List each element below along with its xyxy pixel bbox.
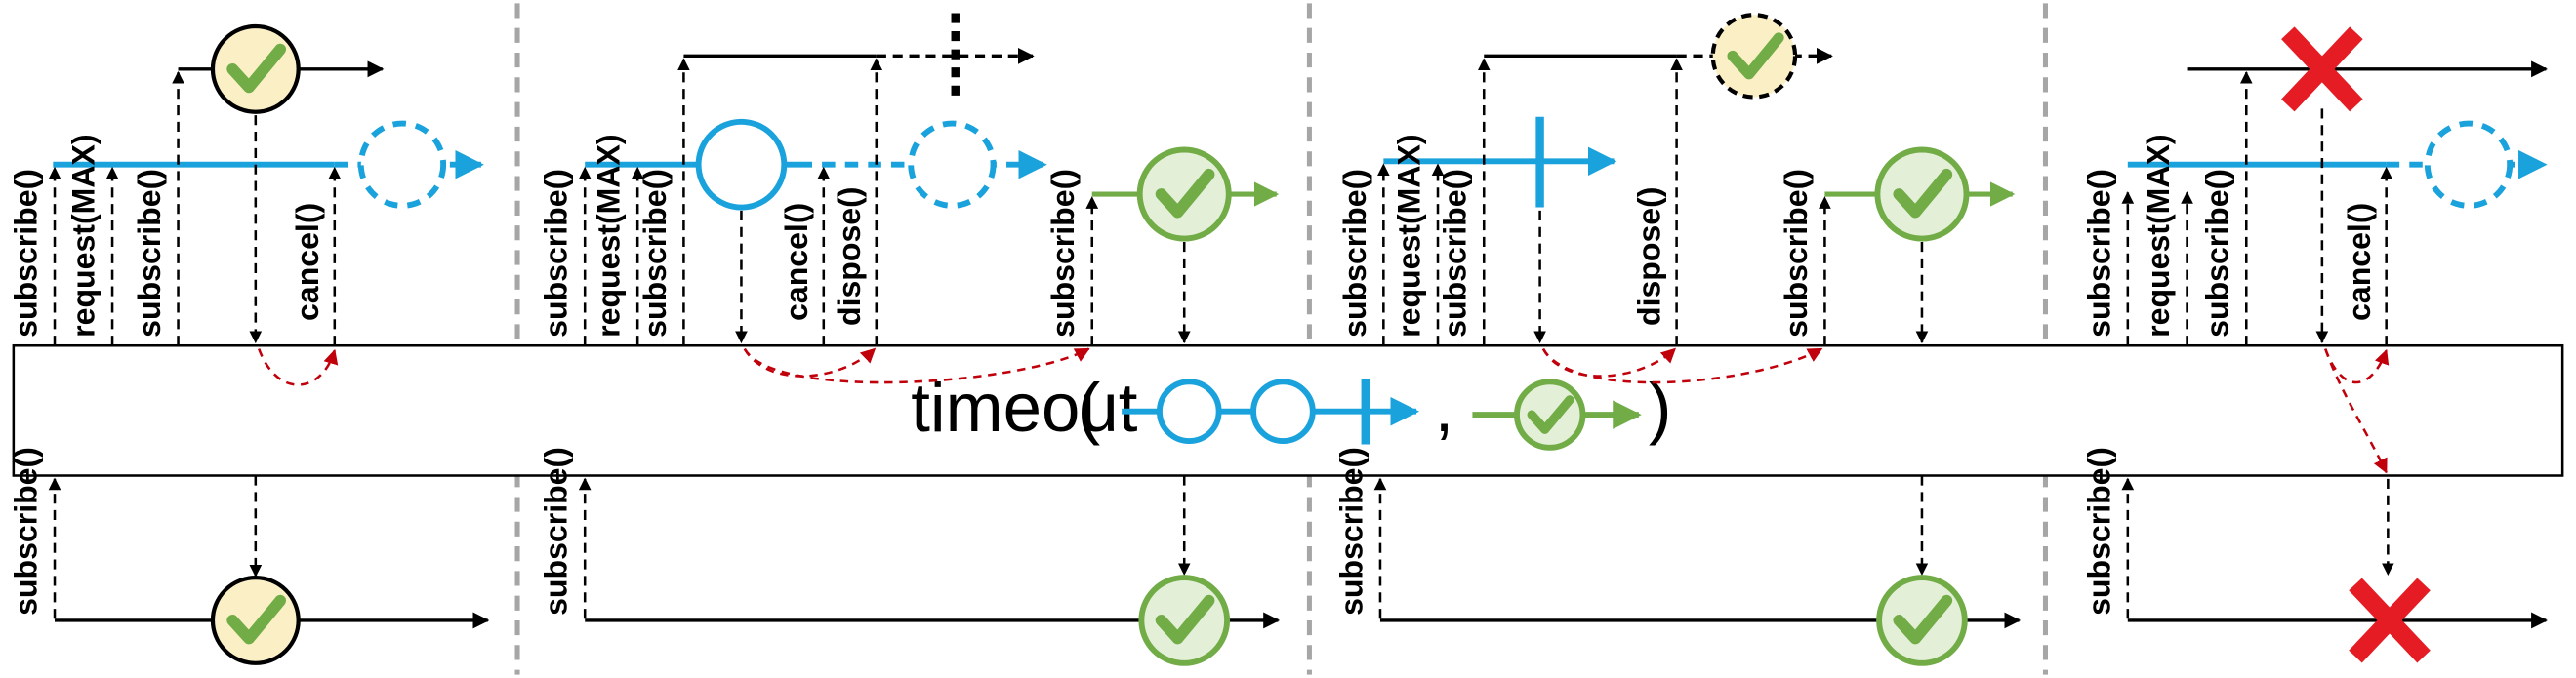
panel-4-callback-arrow-2 bbox=[2324, 348, 2388, 474]
panel-1-request-label: request(MAX) bbox=[66, 134, 102, 337]
panel-2: subscribe() request(MAX) subscribe() can… bbox=[539, 13, 1281, 666]
panel-1-callback-arrow bbox=[258, 348, 339, 386]
operator-name: timeout bbox=[911, 370, 1138, 447]
panel-3-request-label: request(MAX) bbox=[1391, 134, 1426, 337]
panel-3-dispose-label: dispose() bbox=[1632, 187, 1667, 326]
x-mark-icon bbox=[2349, 578, 2431, 663]
panel-4-output-subscribe-label: subscribe() bbox=[2081, 447, 2116, 616]
check-mark-icon bbox=[210, 575, 301, 665]
panel-2-main-item-not-emitted bbox=[908, 120, 997, 209]
operator-comma: , bbox=[1435, 370, 1454, 447]
check-mark-icon bbox=[1514, 379, 1586, 451]
panel-3-fallback-subscribe-label: subscribe() bbox=[1779, 169, 1814, 338]
panel-dividers bbox=[514, 3, 2049, 675]
panel-2-callback-arrow-2 bbox=[743, 347, 1090, 384]
panel-3-callback-arrow-2 bbox=[1541, 347, 1823, 384]
panel-2-cancel-label: cancel() bbox=[779, 203, 814, 321]
panel-2-output-subscribe-label: subscribe() bbox=[539, 447, 574, 616]
x-mark-icon bbox=[2281, 26, 2363, 112]
operator-box: timeout ( , ) bbox=[12, 343, 2564, 477]
panel-2-fallback-subscribe-label: subscribe() bbox=[1045, 169, 1081, 338]
panel-4-cancel-label: cancel() bbox=[2342, 203, 2377, 321]
panel-2-request-label: request(MAX) bbox=[592, 134, 627, 337]
check-mark-icon bbox=[1710, 13, 1798, 100]
check-mark-icon bbox=[1874, 146, 1970, 242]
panel-1-subscribe-trigger-label: subscribe() bbox=[132, 169, 167, 338]
panel-1-subscribe-label: subscribe() bbox=[8, 169, 43, 338]
panel-2-subscribe-trigger-label: subscribe() bbox=[637, 169, 673, 338]
operator-close-paren: ) bbox=[1649, 370, 1672, 447]
operator-arg-item-2 bbox=[1250, 379, 1316, 445]
panel-2-dispose-label: dispose() bbox=[832, 187, 867, 326]
panel-3-subscribe-trigger-label: subscribe() bbox=[1438, 169, 1473, 338]
panel-4-callback-arrow-1 bbox=[2324, 348, 2390, 384]
operator-open-paren: ( bbox=[1078, 370, 1101, 447]
panel-2-subscribe-label: subscribe() bbox=[539, 169, 574, 338]
panel-4: subscribe() request(MAX) subscribe() can… bbox=[2081, 26, 2548, 663]
panel-1-main-item-not-emitted bbox=[357, 120, 447, 209]
panel-3: subscribe() request(MAX) subscribe() dis… bbox=[1333, 13, 2022, 666]
panel-2-main-item bbox=[695, 118, 788, 211]
check-mark-icon bbox=[1876, 575, 1968, 666]
panel-1-cancel-label: cancel() bbox=[290, 203, 325, 321]
panel-4-subscribe-label: subscribe() bbox=[2081, 169, 2116, 338]
check-mark-icon bbox=[1136, 146, 1232, 242]
panel-4-request-label: request(MAX) bbox=[2141, 134, 2176, 337]
panel-1-output-subscribe-label: subscribe() bbox=[8, 447, 43, 616]
panel-3-output-subscribe-label: subscribe() bbox=[1333, 447, 1369, 616]
operator-arg-item-1 bbox=[1156, 379, 1222, 445]
panel-4-subscribe-trigger-label: subscribe() bbox=[2200, 169, 2235, 338]
panel-1: subscribe() request(MAX) subscribe() can… bbox=[8, 23, 490, 665]
panel-4-main-item-not-emitted bbox=[2424, 120, 2514, 209]
panel-3-subscribe-label: subscribe() bbox=[1337, 169, 1372, 338]
check-mark-icon bbox=[210, 23, 301, 114]
check-mark-icon bbox=[1138, 575, 1231, 666]
